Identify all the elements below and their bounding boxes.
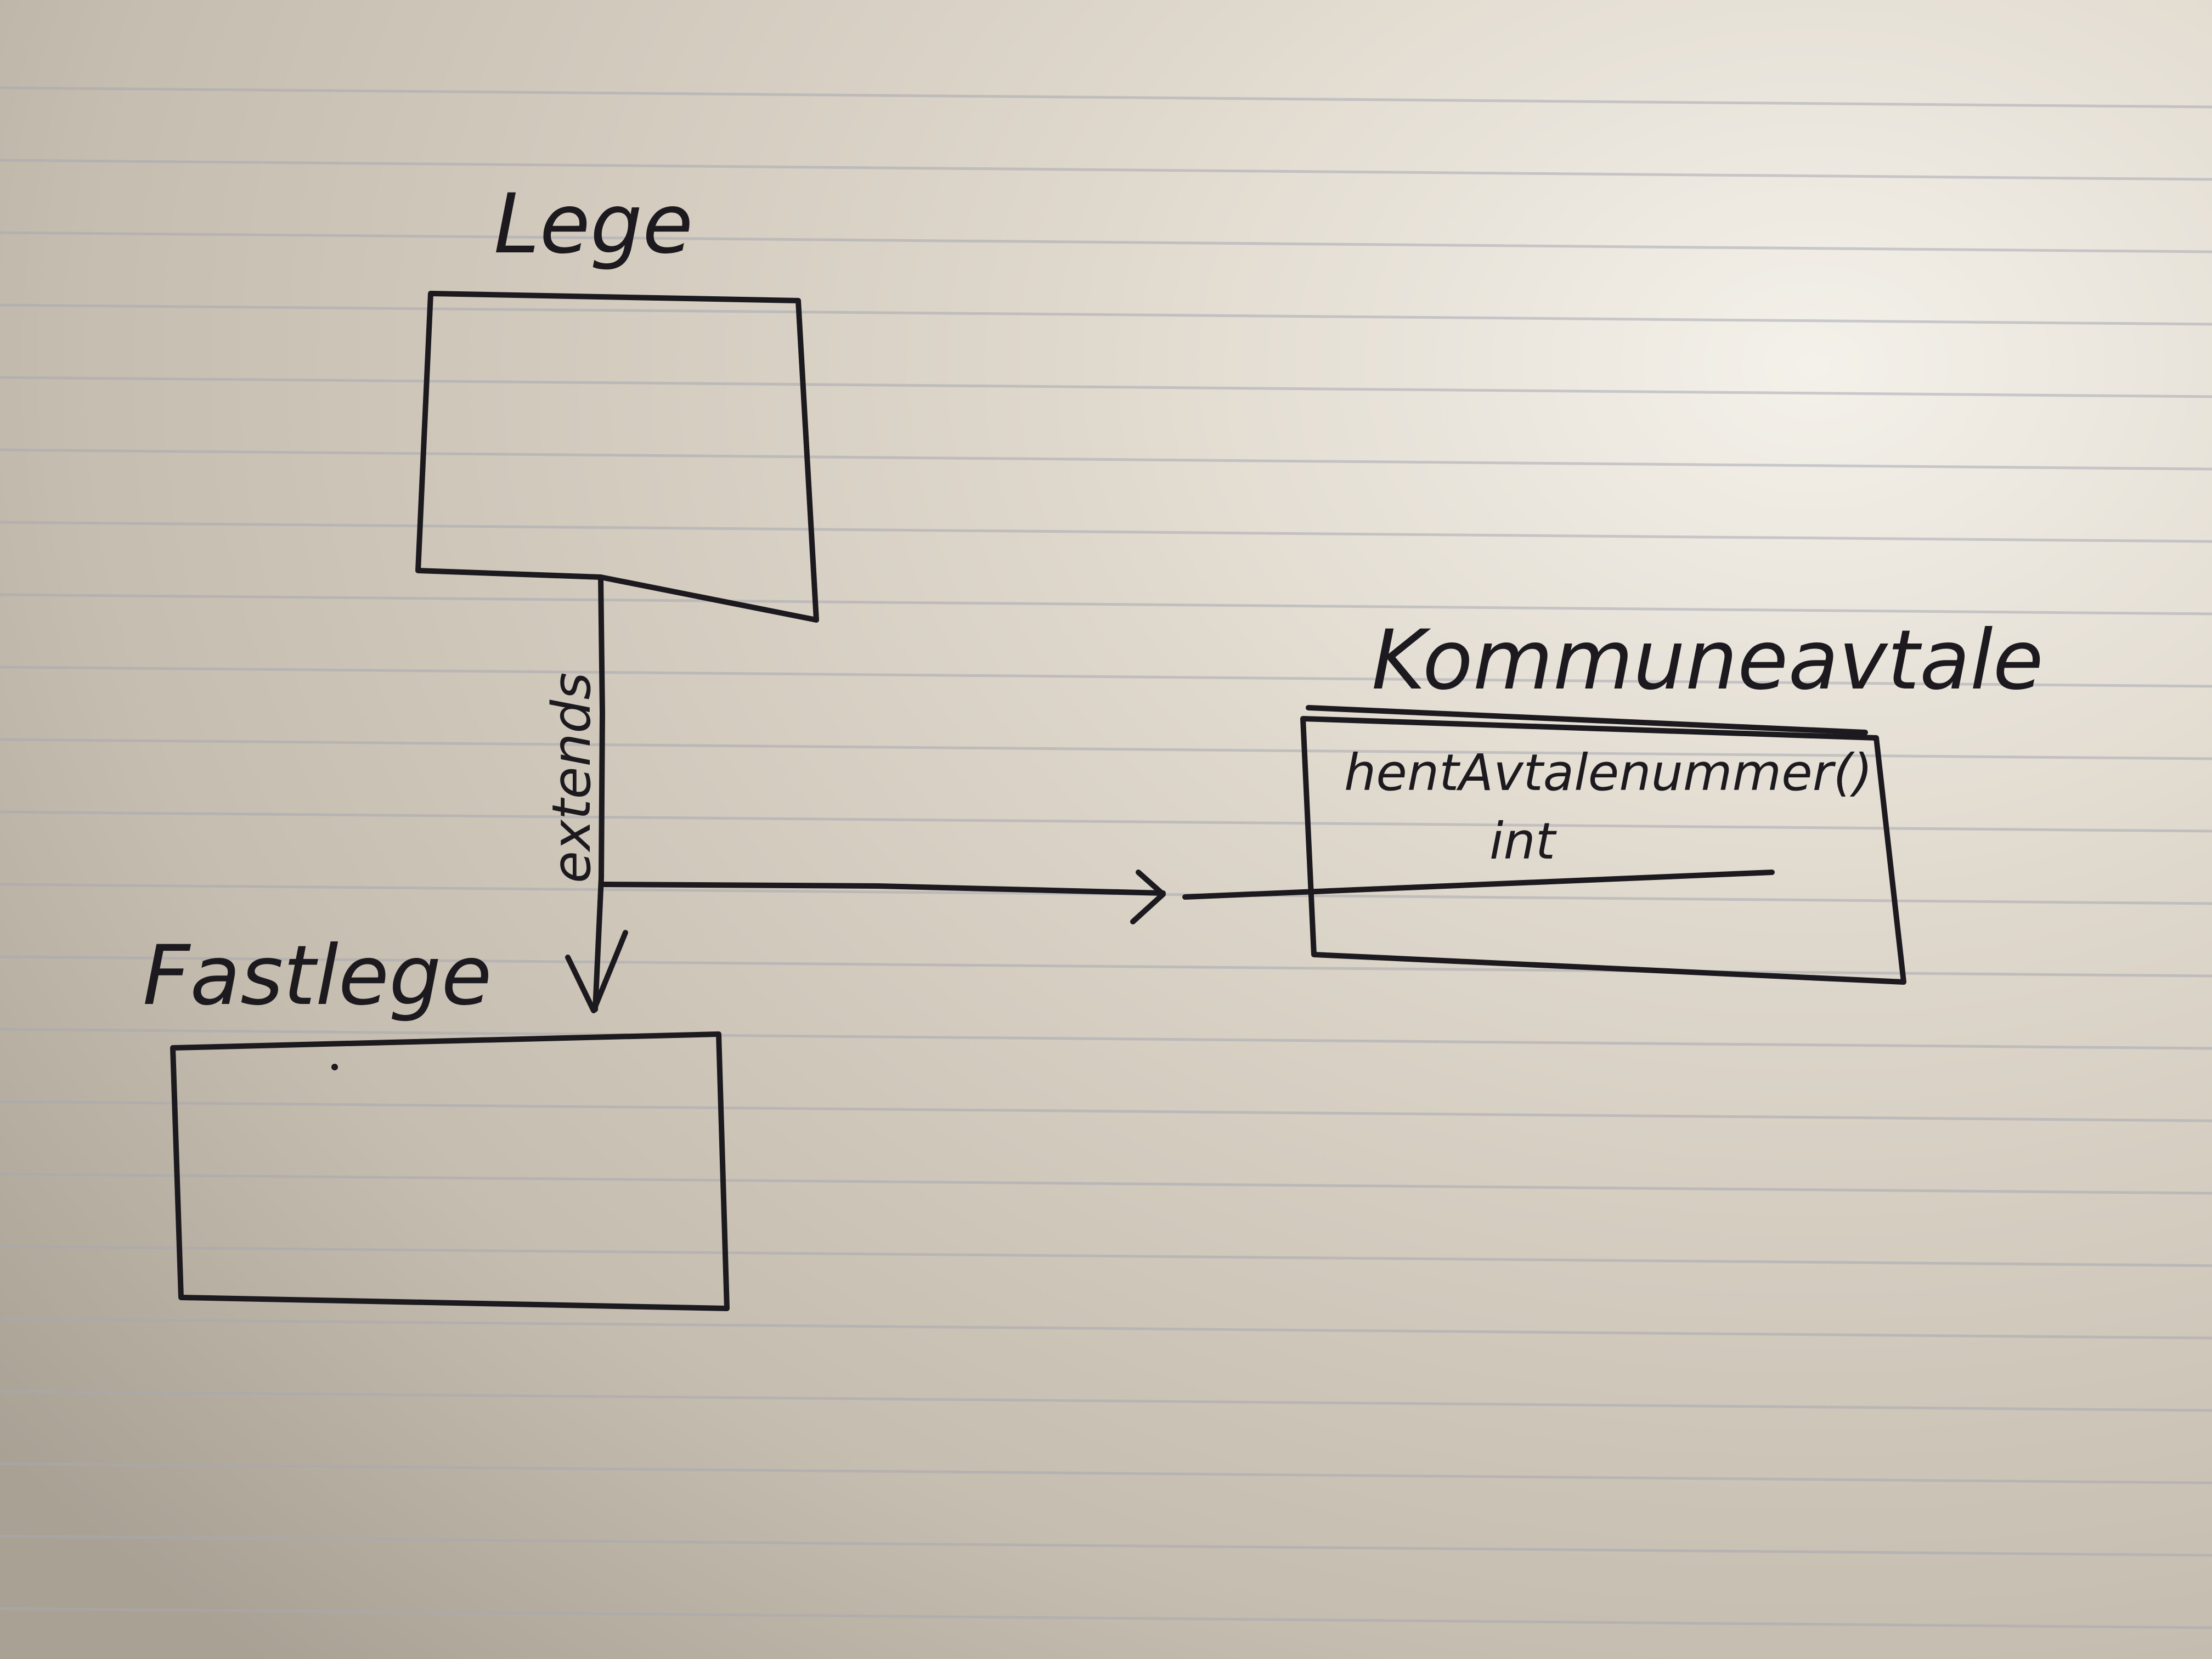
ruled-line — [0, 448, 2212, 471]
ruled-line — [0, 1245, 2212, 1267]
class-fastlege-box — [170, 1031, 730, 1311]
class-lege: Lege — [415, 177, 819, 623]
ruled-line — [0, 1462, 2212, 1485]
class-kommuneavtale-method: hentAvtalenummer() — [1344, 743, 1872, 802]
class-lege-box — [415, 291, 819, 623]
ruled-line — [0, 738, 2212, 760]
ruled-line — [0, 159, 2212, 181]
ruled-line — [0, 1390, 2212, 1412]
ruled-line — [0, 376, 2212, 398]
class-lege-name: Lege — [494, 177, 693, 272]
ruled-line — [0, 1607, 2212, 1629]
class-fastlege: Fastlege — [143, 928, 730, 1311]
inheritance-label: extends — [541, 673, 602, 883]
inheritance-arrowhead — [565, 930, 628, 1013]
ruled-line — [0, 521, 2212, 543]
ruled-lines — [0, 86, 2212, 1629]
class-fastlege-name: Fastlege — [143, 928, 492, 1024]
ruled-line — [0, 1317, 2212, 1340]
ruled-line — [0, 665, 2212, 688]
ruled-line — [0, 303, 2212, 326]
ruled-line — [0, 86, 2212, 109]
inheritance-arrow: extends — [541, 574, 628, 1013]
class-kommuneavtale-name: Kommuneavtale — [1372, 613, 2044, 708]
class-kommuneavtale-return-type: int — [1489, 812, 1557, 871]
inheritance-line — [592, 574, 605, 1012]
ruled-line — [0, 955, 2212, 978]
class-kommuneavtale-header-line — [1306, 705, 1868, 735]
class-kommuneavtale: Kommuneavtale hentAvtalenummer() int — [1182, 613, 2044, 985]
class-kommuneavtale-divider — [1182, 870, 1775, 900]
association-arrowhead — [1130, 870, 1166, 924]
ink-dot — [331, 1064, 338, 1070]
association-arrow — [600, 870, 1166, 924]
ruled-line — [0, 1172, 2212, 1195]
ruled-line — [0, 593, 2212, 616]
association-line — [600, 882, 1166, 896]
ruled-line — [0, 1028, 2212, 1050]
ruled-line — [0, 810, 2212, 833]
ruled-line — [0, 1534, 2212, 1557]
ruled-line — [0, 1100, 2212, 1122]
ruled-line — [0, 231, 2212, 253]
class-kommuneavtale-box — [1300, 716, 1906, 985]
